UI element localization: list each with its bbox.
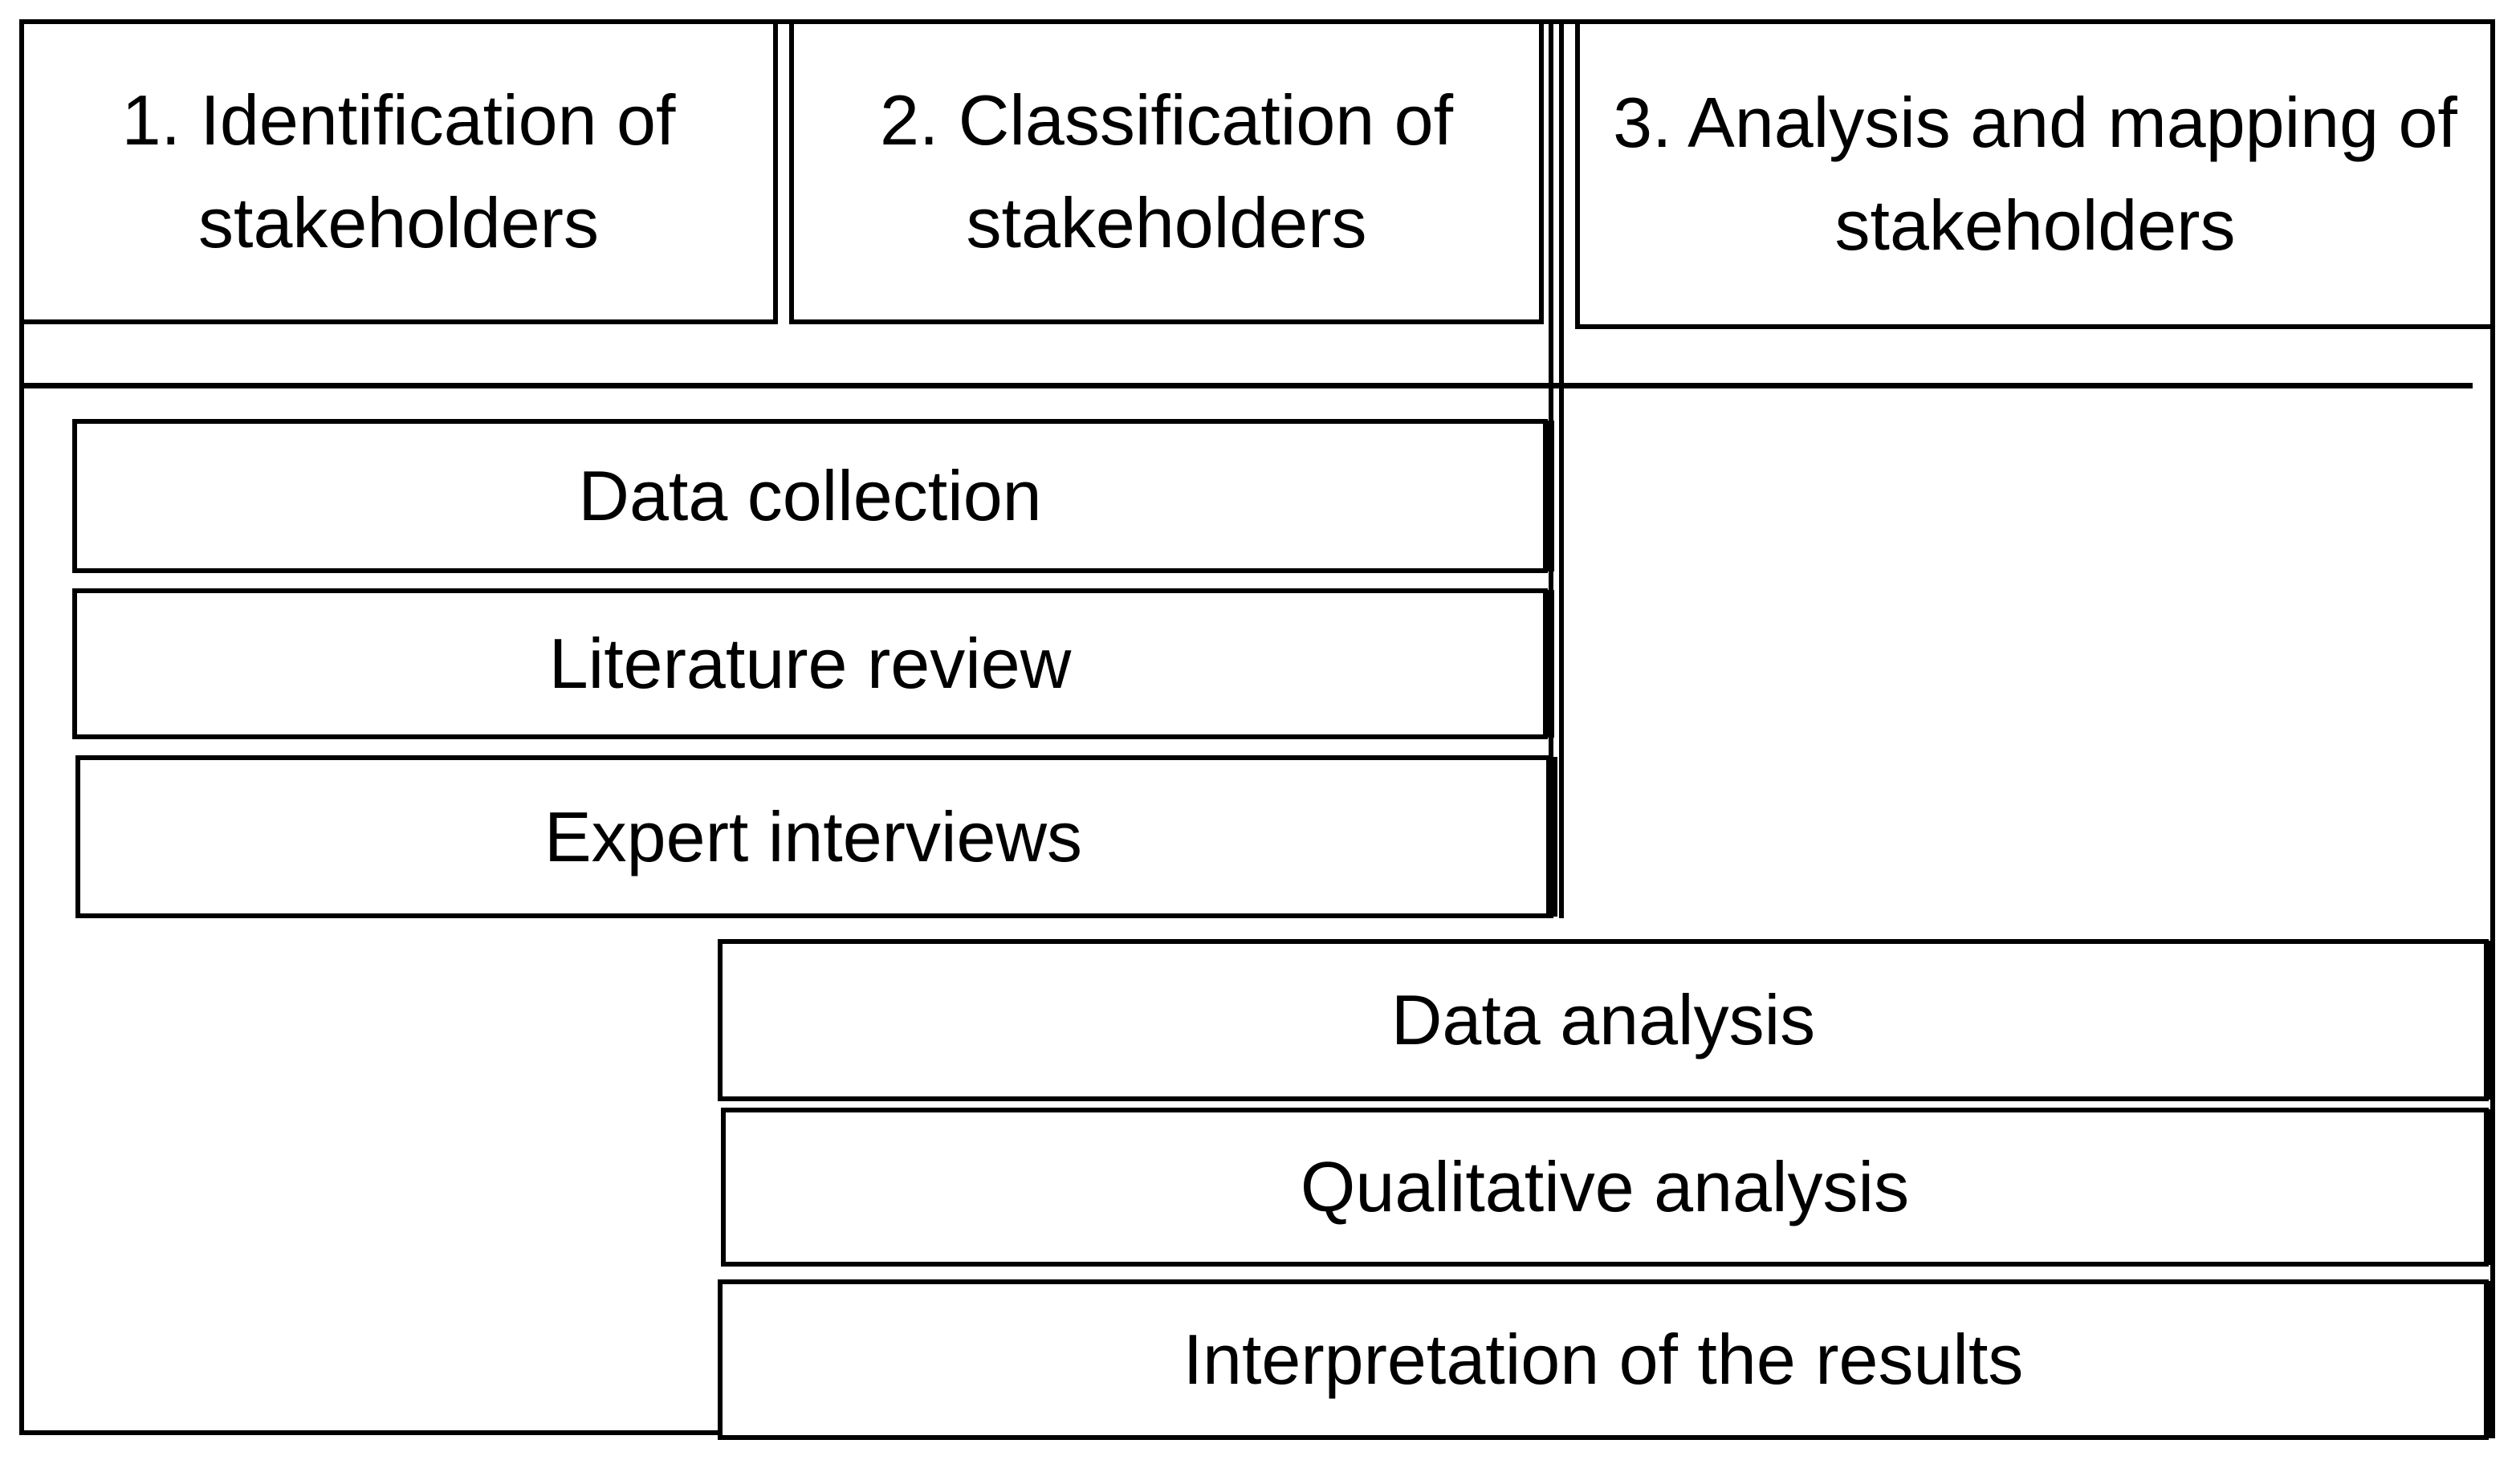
stage-label-classification: 2. Classification of stakeholders [879, 80, 1454, 262]
stage-box-classification: 2. Classification of stakeholders [789, 19, 1544, 324]
interpretation-results-box: Interpretation of the results [718, 1279, 2489, 1440]
qualitative-analysis-label: Qualitative analysis [1300, 1147, 1910, 1227]
stage-label-identification: 1. Identification of stakeholders [121, 80, 676, 262]
vertical-divider-line-2 [1559, 19, 1564, 918]
interpretation-results-label: Interpretation of the results [1183, 1320, 2024, 1400]
stage-box-identification: 1. Identification of stakeholders [19, 19, 778, 324]
stage-separator-line [19, 383, 2473, 388]
stage-box-analysis-mapping: 3. Analysis and mapping of stakeholders [1575, 19, 2495, 329]
data-collection-box: Data collection [72, 419, 1548, 573]
expert-interviews-label: Expert interviews [543, 796, 1082, 876]
qualitative-analysis-box: Qualitative analysis [721, 1108, 2489, 1267]
data-analysis-box: Data analysis [718, 939, 2489, 1101]
vertical-divider-line-1 [1549, 19, 1553, 918]
data-analysis-title: Data analysis [1390, 980, 1816, 1060]
expert-interviews-box: Expert interviews [75, 755, 1551, 918]
literature-review-box: Literature review [72, 588, 1548, 739]
literature-review-label: Literature review [548, 624, 1072, 704]
stage-label-analysis-mapping: 3. Analysis and mapping of stakeholders [1613, 83, 2457, 265]
data-collection-title: Data collection [578, 456, 1042, 536]
